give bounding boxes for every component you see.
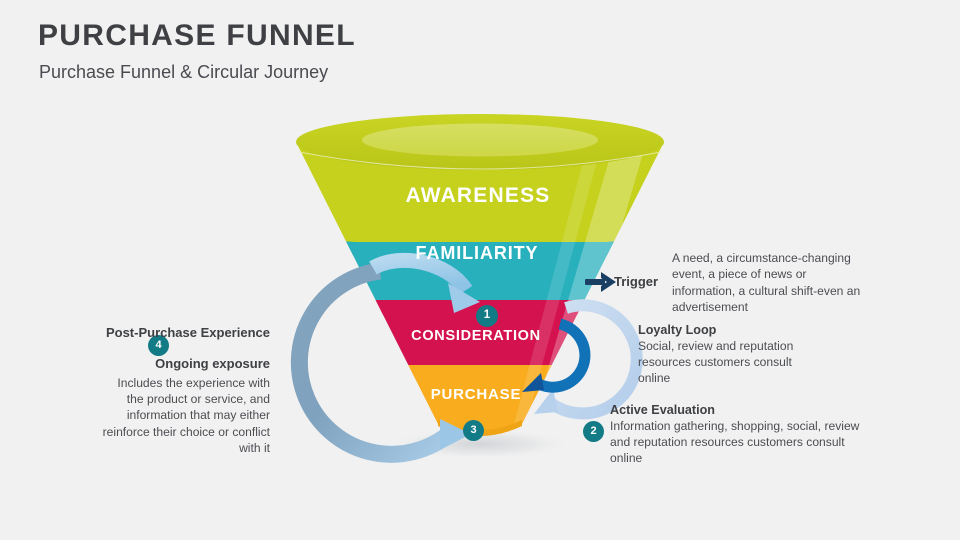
funnel-stage-label-consideration: CONSIDERATION (411, 328, 541, 344)
loyalty-loop-arrow (522, 318, 591, 393)
step-badge-2: 2 (583, 421, 604, 442)
funnel-rim-inner (362, 123, 598, 157)
funnel-stage-label-awareness: AWARENESS (405, 184, 551, 207)
circular-journey-loop-arrow (290, 262, 471, 463)
funnel-rim-lip (298, 151, 662, 170)
band-sep-1 (296, 236, 664, 260)
active-evaluation-loop-arrow (534, 299, 643, 420)
page-subtitle: Purchase Funnel & Circular Journey (39, 62, 329, 82)
active-evaluation-title: Active Evaluation (610, 403, 715, 417)
loyalty-loop-title: Loyalty Loop (638, 323, 717, 337)
step-badge-3: 3 (463, 420, 484, 441)
trigger-label: Trigger (614, 274, 659, 289)
active-evaluation-description: Information gathering, shopping, social,… (610, 419, 860, 466)
trigger-description: A need, a circumstance-changing event, a… (672, 251, 861, 314)
active-evaluation-block: Active Evaluation Information gathering,… (610, 402, 860, 467)
page-title: PURCHASE FUNNEL (38, 19, 356, 52)
funnel-stage-label-familiarity: FAMILIARITY (415, 243, 539, 263)
inbound-arrow-to-consideration (369, 252, 480, 313)
post-purchase-description: Includes the experience with the product… (102, 375, 270, 456)
post-purchase-block: Post-Purchase Experience Ongoing exposur… (98, 325, 270, 456)
loyalty-loop-block: Loyalty Loop Social, review and reputati… (638, 322, 818, 387)
post-purchase-subtitle: Ongoing exposure (155, 356, 270, 372)
post-purchase-title: Post-Purchase Experience (105, 325, 270, 340)
funnel-stage-label-purchase: PURCHASE (430, 386, 522, 403)
loyalty-loop-description: Social, review and reputation resources … (638, 339, 794, 386)
trigger-label-block: Trigger (614, 273, 658, 291)
step-badge-1: 1 (476, 305, 498, 327)
step-badge-4: 4 (148, 335, 169, 356)
funnel-highlight-stripe-2 (512, 150, 600, 431)
trigger-arrow-icon (585, 272, 616, 292)
